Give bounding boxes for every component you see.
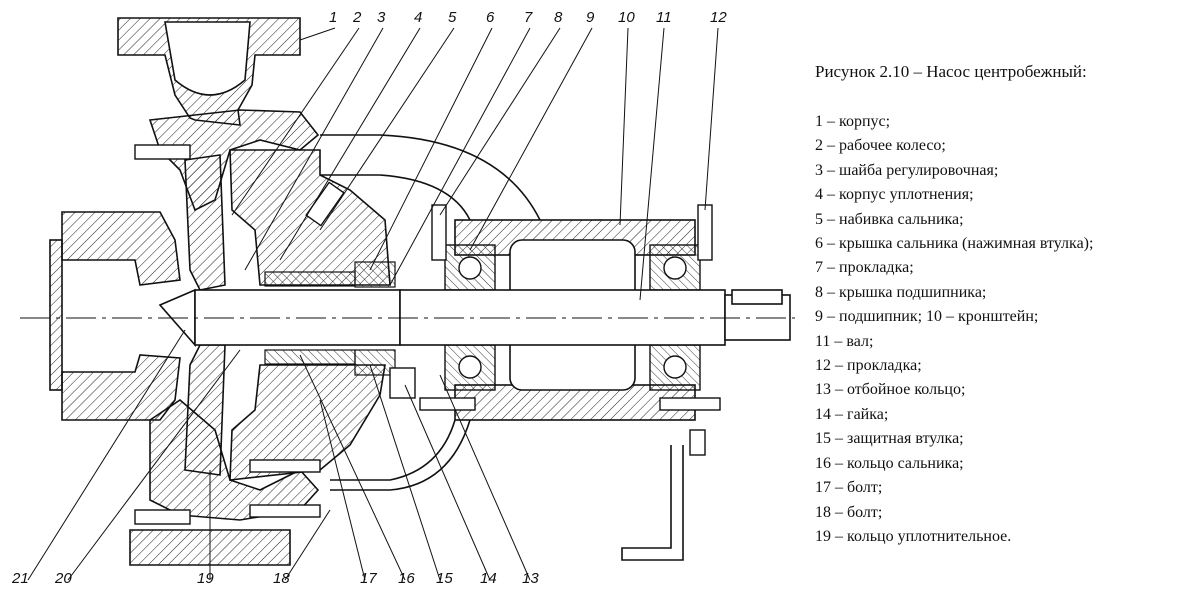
callout-4: 4 — [414, 9, 422, 26]
callout-10: 10 — [618, 9, 635, 26]
legend-item: 3 – шайба регулировочная; — [815, 161, 999, 179]
legend-item: 15 – защитная втулка; — [815, 430, 964, 448]
callout-9: 9 — [586, 9, 595, 26]
callout-11: 11 — [656, 9, 672, 26]
figure-legend: Рисунок 2.10 – Насос центробежный: 1 – к… — [815, 62, 1195, 549]
callout-21: 21 — [11, 570, 29, 587]
callout-numbers-bottom: 21 20 19 18 17 16 15 14 13 — [11, 570, 539, 587]
callout-5: 5 — [448, 9, 457, 26]
legend-item: 7 – прокладка; — [815, 259, 914, 277]
legend-item: 16 – кольцо сальника; — [815, 454, 964, 472]
callout-12: 12 — [710, 9, 727, 26]
legend-item: 18 – болт; — [815, 503, 883, 521]
legend-item: 11 – вал; — [815, 332, 874, 350]
callout-6: 6 — [486, 9, 495, 26]
impeller — [158, 154, 226, 476]
callout-14: 14 — [480, 570, 497, 587]
pump-drawing: 1 2 3 4 5 6 7 8 9 10 11 12 21 20 19 18 1… — [11, 9, 795, 587]
callout-17: 17 — [360, 570, 377, 587]
legend-item: 8 – крышка подшипника; — [815, 283, 987, 301]
callout-16: 16 — [398, 570, 415, 587]
bearings — [444, 244, 701, 391]
drain-pipe — [621, 445, 684, 561]
callout-20: 20 — [54, 570, 72, 587]
callout-2: 2 — [352, 9, 362, 26]
callout-18: 18 — [273, 570, 290, 587]
legend-item: 17 – болт; — [815, 479, 883, 497]
legend-list: 1 – корпус; 2 – рабочее колесо; 3 – шайб… — [815, 110, 1195, 549]
callout-3: 3 — [377, 9, 386, 26]
legend-item: 19 – кольцо уплотнительное. — [815, 527, 1012, 545]
callout-numbers-top: 1 2 3 4 5 6 7 8 9 10 11 12 — [329, 9, 727, 26]
callout-13: 13 — [522, 570, 539, 587]
legend-item: 13 – отбойное кольцо; — [815, 381, 966, 399]
legend-item: 14 – гайка; — [815, 405, 889, 423]
legend-item: 6 – крышка сальника (нажимная втулка); — [815, 235, 1094, 253]
bolts — [134, 144, 721, 525]
leader-lines — [27, 27, 719, 581]
callout-19: 19 — [197, 570, 214, 587]
legend-item: 5 – набивка сальника; — [815, 210, 964, 228]
shaft — [20, 289, 795, 346]
callout-8: 8 — [554, 9, 563, 26]
seal-packing — [264, 261, 396, 376]
callout-1: 1 — [329, 9, 337, 26]
legend-item: 2 – рабочее колесо; — [815, 137, 946, 155]
legend-item: 4 – корпус уплотнения; — [815, 186, 974, 204]
figure-title: Рисунок 2.10 – Насос центробежный: — [815, 62, 1087, 81]
legend-item: 1 – корпус; — [815, 113, 891, 130]
callout-7: 7 — [524, 9, 533, 26]
legend-item: 12 – прокладка; — [815, 357, 922, 375]
callout-15: 15 — [436, 570, 453, 587]
legend-item: 9 – подшипник; 10 – кронштейн; — [815, 308, 1039, 326]
